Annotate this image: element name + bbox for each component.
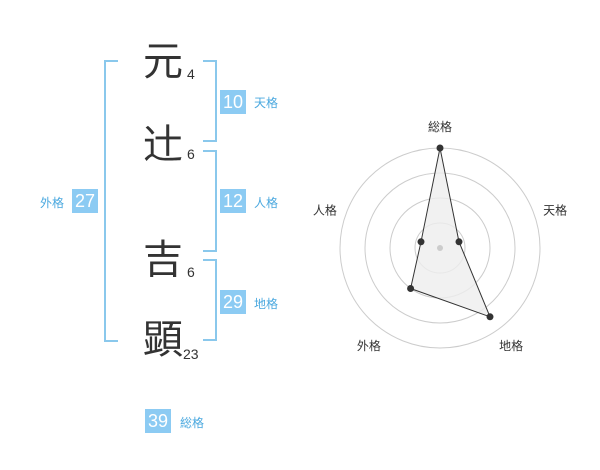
radar-center <box>437 245 443 251</box>
stroke-count-4: 23 <box>183 346 199 362</box>
radar-polygon <box>410 147 491 318</box>
chikaku-score: 29 <box>220 290 247 314</box>
radar-point-4 <box>407 285 415 292</box>
name-char-3: 吉 <box>143 237 183 283</box>
radar-axis-label-3: 地格 <box>499 338 523 353</box>
radar-points <box>407 144 494 321</box>
soukaku-score: 39 <box>145 409 172 433</box>
radar-point-2 <box>455 238 463 246</box>
name-char-2: 辻 <box>143 122 183 168</box>
radar-axis-label-4: 外格 <box>357 338 381 353</box>
name-char-4: 顕 <box>143 317 183 363</box>
chikaku-label: 地格 <box>254 297 279 311</box>
soukaku-label: 総格 <box>180 416 205 430</box>
tenkaku-score: 10 <box>220 90 247 114</box>
name-char-1: 元 <box>143 39 183 85</box>
stroke-count-1: 4 <box>187 66 195 82</box>
tenkaku-label: 天格 <box>254 96 279 110</box>
stroke-count-3: 6 <box>187 264 195 280</box>
radar-axis-label-2: 天格 <box>543 203 567 218</box>
radar-point-1 <box>436 144 444 152</box>
stroke-count-2: 6 <box>187 146 195 162</box>
radar-point-3 <box>486 313 494 321</box>
gaikaku-score: 27 <box>72 189 99 213</box>
radar-axis-label-1: 総格 <box>428 119 452 134</box>
gaikaku-bracket <box>104 60 118 342</box>
radar-point-5 <box>417 238 425 246</box>
chikaku-bracket <box>203 259 217 341</box>
jinkaku-label: 人格 <box>254 196 279 210</box>
jinkaku-score: 12 <box>220 189 247 213</box>
jinkaku-bracket <box>203 150 217 252</box>
tenkaku-bracket <box>203 60 217 142</box>
radar-axis-label-5: 人格 <box>313 203 337 218</box>
gaikaku-label: 外格 <box>40 196 65 210</box>
